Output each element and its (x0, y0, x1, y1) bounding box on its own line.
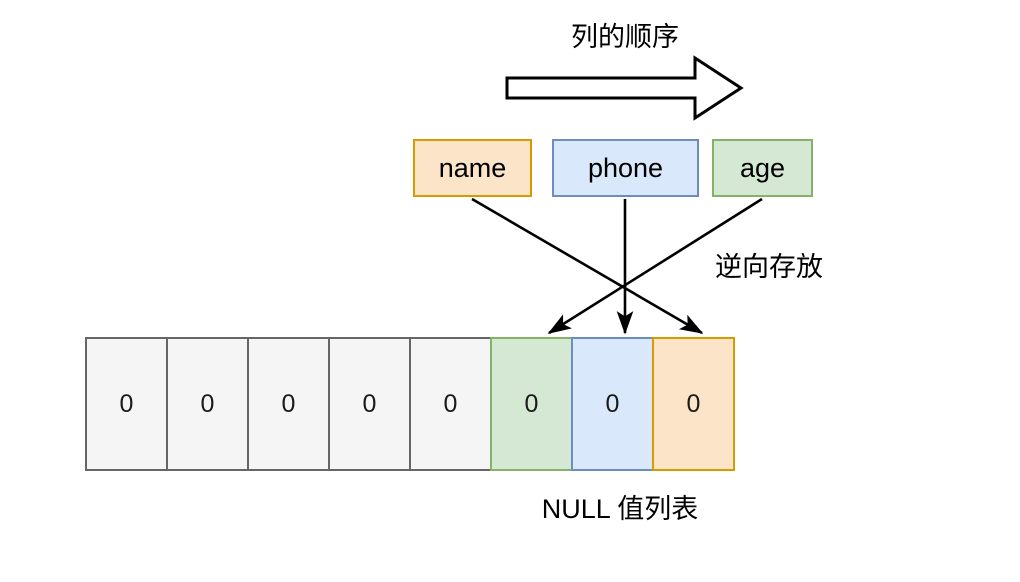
column-box-name[interactable]: name (413, 139, 532, 197)
column-box-phone[interactable]: phone (552, 139, 699, 197)
null-bitmap-cell[interactable]: 0 (409, 337, 492, 471)
page-title: 列的顺序 (571, 22, 679, 52)
cell-value: 0 (119, 389, 134, 418)
cell-value: 0 (686, 389, 701, 418)
right-block-arrow-icon (505, 55, 744, 121)
reverse-storage-label: 逆向存放 (715, 252, 823, 282)
null-bitmap-row: 0 0 0 0 0 0 0 0 (85, 337, 735, 471)
null-bitmap-cell-name[interactable]: 0 (652, 337, 735, 471)
cell-value: 0 (200, 389, 215, 418)
null-bitmap-cell[interactable]: 0 (328, 337, 411, 471)
column-label: name (438, 152, 507, 183)
cell-value: 0 (362, 389, 377, 418)
null-bitmap-caption: NULL 值列表 (541, 494, 699, 524)
column-box-age[interactable]: age (712, 139, 813, 197)
cell-value: 0 (605, 389, 620, 418)
null-bitmap-cell[interactable]: 0 (247, 337, 330, 471)
null-bitmap-cell-phone[interactable]: 0 (571, 337, 654, 471)
cell-value: 0 (281, 389, 296, 418)
mapping-arrow-name-to-orange-cell (471, 197, 704, 335)
cell-value: 0 (443, 389, 458, 418)
column-label: age (739, 152, 786, 183)
column-label: phone (587, 152, 664, 183)
null-bitmap-cell-age[interactable]: 0 (490, 337, 573, 471)
null-bitmap-cell[interactable]: 0 (166, 337, 249, 471)
null-bitmap-cell[interactable]: 0 (85, 337, 168, 471)
cell-value: 0 (524, 389, 539, 418)
